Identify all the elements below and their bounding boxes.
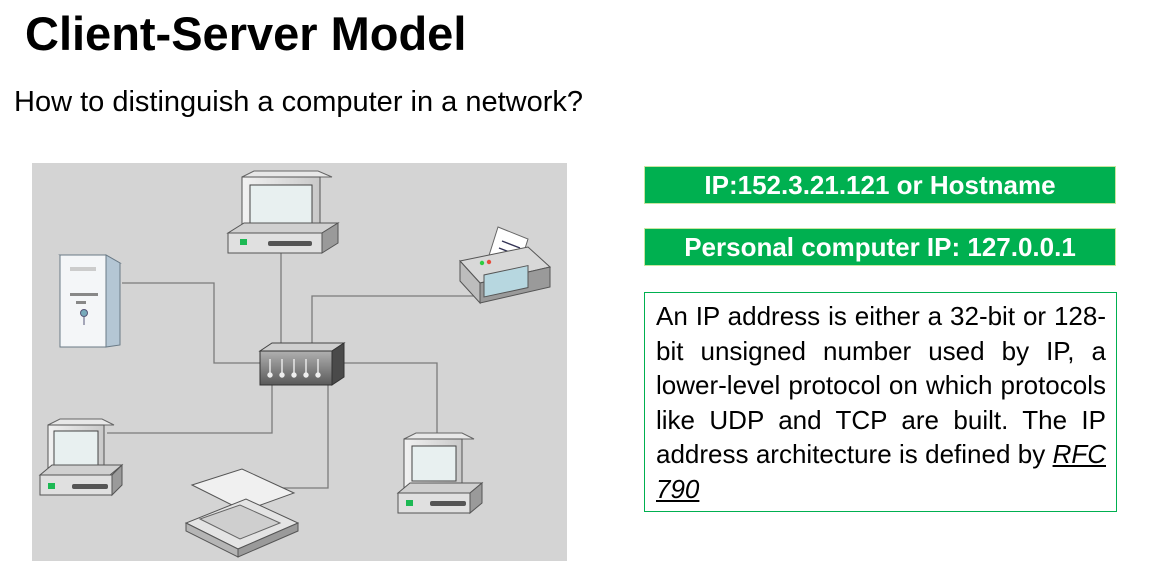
desktop-computer-right-icon	[396, 432, 484, 515]
network-switch-icon	[258, 342, 346, 386]
slide-subtitle: How to distinguish a computer in a netwo…	[14, 86, 584, 118]
desktop-computer-top-icon	[226, 170, 340, 254]
server-tower-icon	[58, 254, 122, 348]
desktop-computer-left-icon	[38, 418, 124, 497]
network-diagram	[32, 163, 567, 561]
personal-ip-label: Personal computer IP: 127.0.0.1	[644, 228, 1116, 266]
ip-address-label: IP:152.3.21.121 or Hostname	[644, 166, 1116, 204]
rfc-790-link[interactable]: RFC 790	[656, 439, 1106, 504]
ip-description-box: An IP address is either a 32-bit or 128-…	[644, 292, 1117, 512]
printer-icon	[459, 226, 552, 305]
scanner-icon	[184, 468, 300, 558]
ip-description-text: An IP address is either a 32-bit or 128-…	[656, 301, 1106, 469]
slide-title: Client-Server Model	[25, 7, 467, 60]
